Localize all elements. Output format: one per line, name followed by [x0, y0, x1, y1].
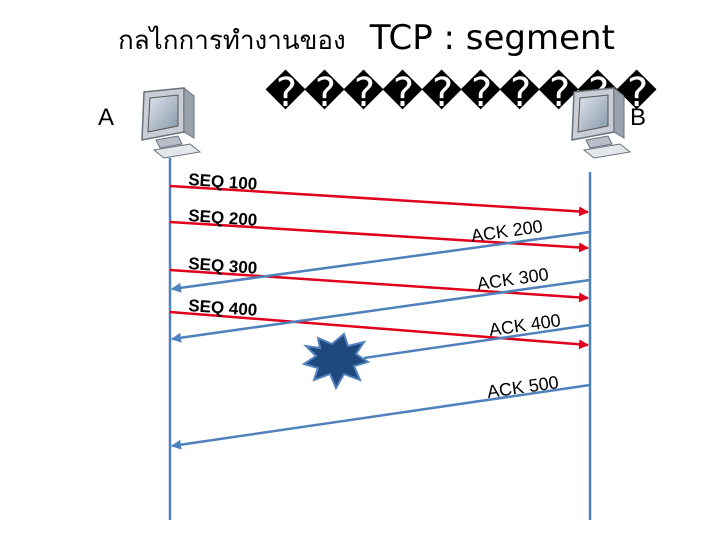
ack-arrow [171, 278, 591, 343]
ack-arrow-lost [363, 323, 591, 360]
seq-arrow [169, 310, 589, 350]
host-b-label: B [630, 104, 647, 131]
burst-icon [301, 332, 371, 391]
seq-arrow [169, 184, 589, 217]
computer-icon [571, 86, 632, 159]
ack-label: ACK 200 [470, 216, 544, 246]
ack-label: ACK 300 [476, 264, 550, 294]
seq-label: SEQ 200 [188, 206, 258, 230]
title-thai: กลไกการทำงานของ [118, 26, 346, 56]
ack-arrow [171, 230, 591, 293]
title-main: TCP : segment [369, 18, 615, 58]
seq-arrow [169, 220, 589, 253]
seq-label: SEQ 100 [188, 170, 258, 194]
ack-label: ACK 500 [486, 372, 560, 402]
host-a-label: A [98, 104, 115, 131]
seq-label: SEQ 400 [188, 296, 258, 320]
seq-arrow [169, 268, 589, 303]
computer-icon [141, 86, 202, 159]
page-title: กลไกการทำงานของ TCP : segment [118, 18, 615, 61]
ack-arrow [171, 383, 591, 450]
seq-label: SEQ 300 [188, 254, 258, 278]
